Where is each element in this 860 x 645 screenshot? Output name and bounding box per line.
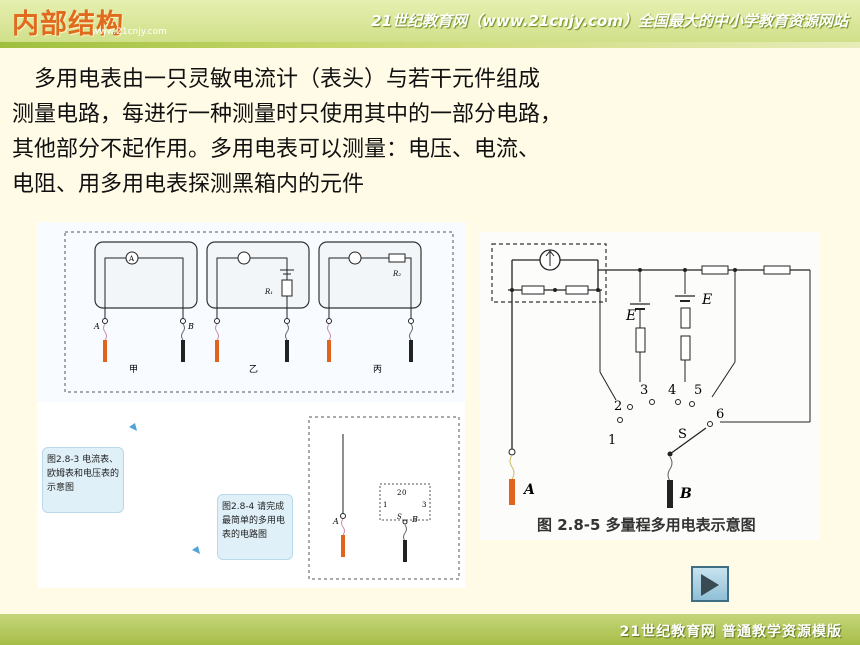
meter-symbol: A <box>128 255 135 263</box>
caption-284-line-3: 表的电路图 <box>222 530 268 540</box>
terminal-label-4: 4 <box>668 383 676 398</box>
decor-arrow-2 <box>192 546 200 554</box>
panel-label-yi: 乙 <box>249 364 258 375</box>
circuit-jia: A A B 甲 <box>93 241 198 375</box>
terminal-label-5: 5 <box>694 383 702 398</box>
switch-s-label: S <box>397 513 402 521</box>
caption-284-line-2: 最简单的多用电 <box>222 516 286 526</box>
page-title: 内部结构 <box>12 9 124 40</box>
probe-b-label-right: B <box>679 486 692 502</box>
terminal-label-6: 6 <box>716 407 724 422</box>
circuit-yi: R₁ 乙 <box>206 241 310 375</box>
terminal-label-3: 3 <box>640 383 648 398</box>
probe-b-label: B <box>187 322 194 331</box>
switch-label-0: 0 <box>402 489 406 497</box>
body-line-2: 测量电路，每进行一种测量时只使用其中的一部分电路， <box>12 102 563 127</box>
terminal-label-2: 2 <box>614 399 622 414</box>
body-line-1: 多用电表由一只灵敏电流计（表头）与若干元件组成 <box>34 67 541 92</box>
switch-s-label-right: S <box>678 427 687 442</box>
caption-283-line-2: 欧姆表和电压表的 <box>47 469 120 479</box>
caption-284-line-1: 图2.8-4 请完成 <box>222 502 285 512</box>
resistor-r2-label: R₂ <box>392 270 401 278</box>
caption-fig-2-8-3: 图2.8-3 电流表、 欧姆表和电压表的 示意图 <box>42 447 124 513</box>
figure-meter-circuits: A A B 甲 R₁ <box>37 222 465 588</box>
caption-fig-2-8-5: 图 2.8-5 多量程多用电表示意图 <box>537 516 756 534</box>
probe-a-label: A <box>93 322 100 331</box>
decor-arrow-1 <box>129 423 137 431</box>
header-band <box>0 0 860 42</box>
caption-283-line-1: 图2.8-3 电流表、 <box>47 455 119 465</box>
body-text: 多用电表由一只灵敏电流计（表头）与若干元件组成 测量电路，每进行一种测量时只使用… <box>12 62 732 202</box>
footer-text: 21世纪教育网 普通教学资源模版 <box>619 624 842 640</box>
next-slide-button[interactable] <box>691 566 729 602</box>
title-url: www.21cnjy.com <box>92 27 167 37</box>
switch-label-3: 3 <box>422 501 426 509</box>
switch-label-1: 1 <box>383 501 387 509</box>
body-line-4: 电阻、用多用电表探测黑箱内的元件 <box>12 172 365 197</box>
panel-label-bing: 丙 <box>373 364 382 375</box>
probe-a-label-right: A <box>522 482 535 498</box>
site-banner: 21世纪教育网（www.21cnjy.com）全国最大的中小学教育资源网站 <box>371 12 848 30</box>
circuit-bing: R₂ 丙 <box>318 241 422 375</box>
figure-multirange-meter: A E E 1 2 3 4 5 6 <box>480 232 820 540</box>
probe-a-label-2: A <box>332 517 339 526</box>
caption-283-line-3: 示意图 <box>47 483 75 493</box>
probe-b-label-2: B <box>411 515 418 524</box>
panel-label-jia: 甲 <box>129 364 138 375</box>
footer-band: 21世纪教育网 普通教学资源模版 <box>0 614 860 645</box>
terminal-label-1: 1 <box>608 433 616 448</box>
circuit-diagrams: A A B 甲 R₁ <box>64 231 460 580</box>
resistor-r1-label: R₁ <box>264 288 273 296</box>
battery-e-label-1: E <box>625 308 636 324</box>
header-stripe <box>0 42 860 48</box>
battery-e-label-2: E <box>701 292 712 308</box>
body-line-3: 其他部分不起作用。多用电表可以测量：电压、电流、 <box>12 137 541 162</box>
caption-fig-2-8-4: 图2.8-4 请完成 最简单的多用电 表的电路图 <box>217 494 293 560</box>
play-arrow-icon <box>701 574 719 596</box>
multirange-circuit: A E E 1 2 3 4 5 6 <box>491 243 811 508</box>
switch-label-2: 2 <box>397 489 401 497</box>
